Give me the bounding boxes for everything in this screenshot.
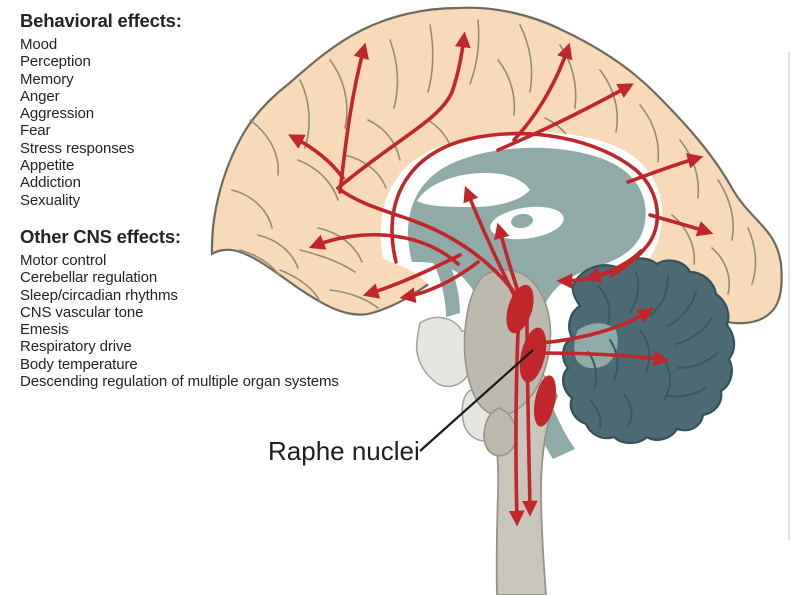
brainstem-group [415, 268, 558, 595]
list-item: Perception [20, 53, 91, 71]
paracentral-arrow [336, 31, 471, 190]
interthalamic-adhesion-shape [511, 213, 533, 229]
other-cns-effects-heading: Other CNS effects: [20, 226, 181, 247]
ascending-trunk [336, 186, 520, 299]
list-item: Appetite [20, 157, 75, 175]
list-item: Memory [20, 70, 74, 88]
other-cns-effects-list: Other CNS effects: Motor control Cerebel… [20, 226, 339, 390]
thalamus-arrow-2 [494, 222, 523, 303]
cerebellar-arrow-2 [537, 350, 670, 367]
cerebellum-group [562, 257, 736, 445]
parietal-arrow-2 [496, 83, 634, 152]
list-item: Sexuality [20, 191, 80, 209]
list-item: Descending regulation of multiple organ … [20, 373, 339, 391]
cerebellar-arrow-1 [539, 307, 654, 345]
behavioral-effects-heading: Behavioral effects: [20, 10, 182, 31]
list-item: Emesis [20, 321, 69, 339]
temporal-forward-arrow [308, 232, 460, 266]
list-item: Anger [20, 87, 60, 105]
splenium-arrow-2 [556, 265, 621, 289]
list-item: Respiratory drive [20, 338, 132, 356]
occipital-arrow-1 [626, 153, 704, 184]
list-item: Sleep/circadian rhythms [20, 286, 178, 304]
cingulum-loop [390, 131, 660, 278]
hypothalamus-shape [431, 255, 460, 317]
list-item: CNS vascular tone [20, 303, 144, 321]
temporal-down-arrow-1 [362, 253, 462, 299]
list-item: Motor control [20, 252, 107, 269]
behavioral-effects-list: Behavioral effects: Mood Perception Memo… [20, 10, 182, 209]
raphe-pointer-line [419, 349, 534, 452]
list-item: Aggression [20, 105, 95, 123]
list-item: Stress responses [20, 139, 135, 157]
descending-cord-arrow-1 [508, 308, 525, 527]
list-item: Addiction [20, 174, 81, 192]
list-item: Mood [20, 36, 58, 53]
parietal-arrow-1 [512, 42, 573, 142]
list-item: Cerebellar regulation [20, 269, 158, 287]
thalamus-arrow-1 [463, 185, 518, 301]
white-sliver [562, 284, 580, 315]
list-item: Fear [20, 122, 51, 140]
frontal-pole-arrow [288, 134, 345, 180]
serotonergic-pathways-group [288, 31, 714, 527]
temporal-down-arrow-2 [399, 260, 480, 304]
raphe-nuclei-label: Raphe nuclei [268, 436, 420, 466]
occipital-arrow-2 [648, 213, 714, 237]
list-item: Body temperature [20, 355, 138, 373]
